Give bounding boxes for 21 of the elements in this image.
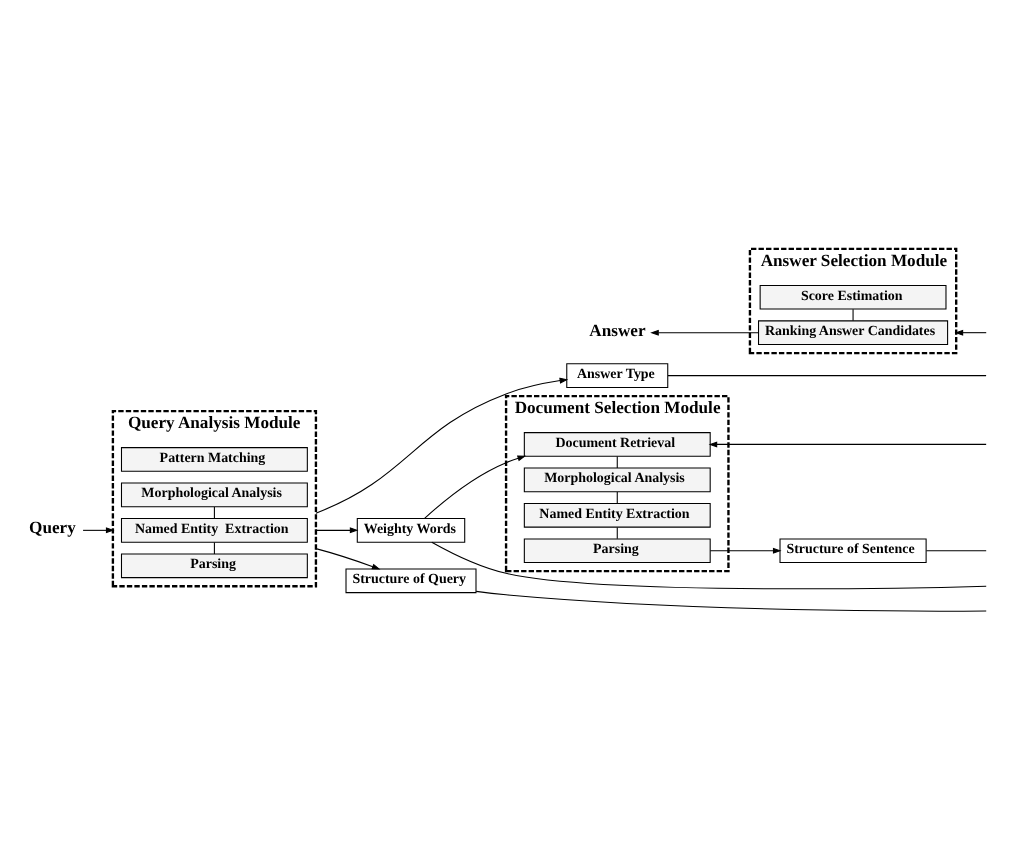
connector xyxy=(852,307,854,321)
connector xyxy=(431,540,987,589)
arrow xyxy=(82,526,115,533)
connector xyxy=(616,455,618,468)
node-text: Answer xyxy=(589,318,646,339)
connector xyxy=(213,540,215,554)
arrow xyxy=(954,328,987,335)
connector xyxy=(925,549,987,551)
node-text: Query xyxy=(29,516,76,537)
arrow xyxy=(315,526,359,533)
connector xyxy=(475,589,987,611)
arrow xyxy=(708,440,987,447)
arrow xyxy=(424,454,527,518)
arrow xyxy=(315,376,569,513)
arrow xyxy=(709,546,782,553)
arrow xyxy=(315,547,381,569)
arrow xyxy=(650,328,759,335)
connector xyxy=(213,505,215,518)
connector xyxy=(616,490,618,503)
connector xyxy=(616,525,618,539)
connector xyxy=(667,374,987,376)
